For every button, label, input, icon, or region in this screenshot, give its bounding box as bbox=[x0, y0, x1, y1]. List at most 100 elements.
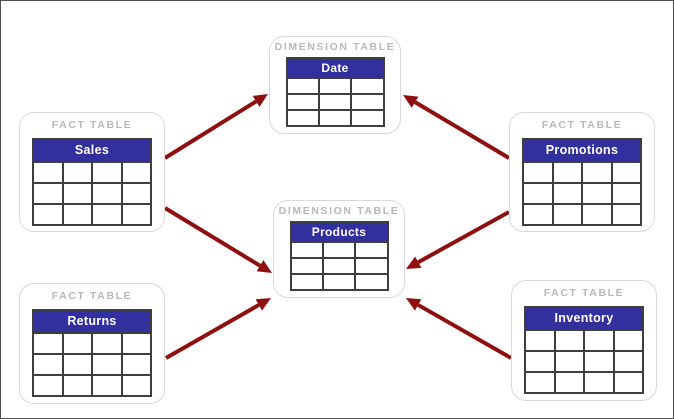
table-title: Sales bbox=[34, 140, 150, 161]
table-cell bbox=[63, 163, 91, 182]
table-cell bbox=[614, 352, 642, 371]
table-cell bbox=[63, 184, 91, 203]
table-cell bbox=[63, 355, 91, 374]
table-cell bbox=[287, 111, 318, 125]
table-cell bbox=[524, 184, 552, 203]
table-cell bbox=[287, 95, 318, 109]
table-cell bbox=[553, 184, 581, 203]
table-cell bbox=[34, 184, 62, 203]
table-cell bbox=[583, 205, 611, 224]
table-cell bbox=[526, 331, 554, 350]
table-cell bbox=[323, 275, 355, 289]
relationship-line-promotions-date bbox=[414, 100, 511, 160]
table-cell bbox=[291, 259, 322, 273]
table-cell bbox=[323, 243, 355, 257]
table-cell bbox=[93, 184, 121, 203]
date-table: Date bbox=[285, 57, 385, 127]
table-cell bbox=[585, 373, 613, 392]
table-cell bbox=[122, 355, 150, 374]
table-title: Products bbox=[291, 223, 387, 241]
table-cell bbox=[122, 334, 150, 353]
table-cell bbox=[34, 376, 62, 395]
table-cell bbox=[122, 376, 150, 395]
table-cell bbox=[34, 205, 62, 224]
table-cell bbox=[291, 275, 322, 289]
table-cell bbox=[614, 373, 642, 392]
table-cell bbox=[63, 376, 91, 395]
table-cell bbox=[356, 243, 387, 257]
table-grid bbox=[524, 161, 640, 224]
table-cell bbox=[34, 334, 62, 353]
relationship-arrowhead-sales-date bbox=[252, 94, 268, 107]
relationship-line-sales-date bbox=[163, 99, 258, 160]
dimension-table-date-card: DIMENSION TABLE Date bbox=[269, 36, 401, 134]
table-cell bbox=[524, 163, 552, 182]
table-cell bbox=[291, 243, 322, 257]
table-cell bbox=[287, 79, 318, 93]
table-title: Inventory bbox=[526, 308, 642, 329]
table-cell bbox=[583, 184, 611, 203]
table-cell bbox=[319, 95, 351, 109]
table-cell bbox=[526, 373, 554, 392]
relationship-line-sales-products bbox=[163, 206, 262, 268]
table-grid bbox=[34, 161, 150, 224]
table-title: Date bbox=[287, 59, 383, 77]
relationship-arrowhead-promotions-date bbox=[403, 95, 419, 108]
table-cell bbox=[323, 259, 355, 273]
fact-table-promotions-card: FACT TABLE Promotions bbox=[509, 112, 655, 232]
dimension-table-products-card: DIMENSION TABLE Products bbox=[273, 200, 405, 298]
relationship-arrowhead-sales-products bbox=[256, 260, 272, 273]
table-grid bbox=[291, 241, 387, 289]
table-cell bbox=[553, 205, 581, 224]
table-cell bbox=[352, 95, 383, 109]
table-cell bbox=[612, 205, 640, 224]
card-kind-label: FACT TABLE bbox=[541, 119, 623, 131]
table-grid bbox=[287, 77, 383, 125]
card-kind-label: DIMENSION TABLE bbox=[274, 41, 396, 53]
table-cell bbox=[356, 259, 387, 273]
table-cell bbox=[93, 163, 121, 182]
table-grid bbox=[526, 329, 642, 392]
table-cell bbox=[93, 205, 121, 224]
table-cell bbox=[555, 373, 583, 392]
table-cell bbox=[352, 79, 383, 93]
table-cell bbox=[585, 331, 613, 350]
relationship-arrowhead-promotions-products bbox=[406, 256, 422, 269]
table-cell bbox=[63, 334, 91, 353]
table-cell bbox=[612, 163, 640, 182]
products-table: Products bbox=[289, 221, 389, 291]
card-kind-label: FACT TABLE bbox=[51, 119, 133, 131]
table-cell bbox=[122, 184, 150, 203]
fact-table-sales-card: FACT TABLE Sales bbox=[19, 112, 165, 232]
table-cell bbox=[93, 376, 121, 395]
table-grid bbox=[34, 332, 150, 395]
table-cell bbox=[585, 352, 613, 371]
table-cell bbox=[122, 205, 150, 224]
sales-table: Sales bbox=[32, 138, 152, 226]
relationship-line-returns-products bbox=[165, 303, 260, 360]
table-cell bbox=[524, 205, 552, 224]
table-cell bbox=[555, 331, 583, 350]
relationship-arrowhead-returns-products bbox=[255, 298, 271, 311]
table-title: Promotions bbox=[524, 140, 640, 161]
relationship-line-promotions-products bbox=[417, 210, 510, 264]
table-title: Returns bbox=[34, 311, 150, 332]
card-kind-label: FACT TABLE bbox=[543, 287, 625, 299]
table-cell bbox=[614, 331, 642, 350]
inventory-table: Inventory bbox=[524, 306, 644, 394]
relationship-arrowhead-inventory-products bbox=[406, 298, 422, 311]
fact-table-inventory-card: FACT TABLE Inventory bbox=[511, 280, 657, 401]
table-cell bbox=[555, 352, 583, 371]
table-cell bbox=[352, 111, 383, 125]
table-cell bbox=[34, 355, 62, 374]
table-cell bbox=[356, 275, 387, 289]
card-kind-label: DIMENSION TABLE bbox=[278, 205, 400, 217]
table-cell bbox=[583, 163, 611, 182]
table-cell bbox=[93, 355, 121, 374]
table-cell bbox=[122, 163, 150, 182]
card-kind-label: FACT TABLE bbox=[51, 290, 133, 302]
table-cell bbox=[319, 79, 351, 93]
relationship-line-inventory-products bbox=[417, 303, 512, 360]
table-cell bbox=[93, 334, 121, 353]
